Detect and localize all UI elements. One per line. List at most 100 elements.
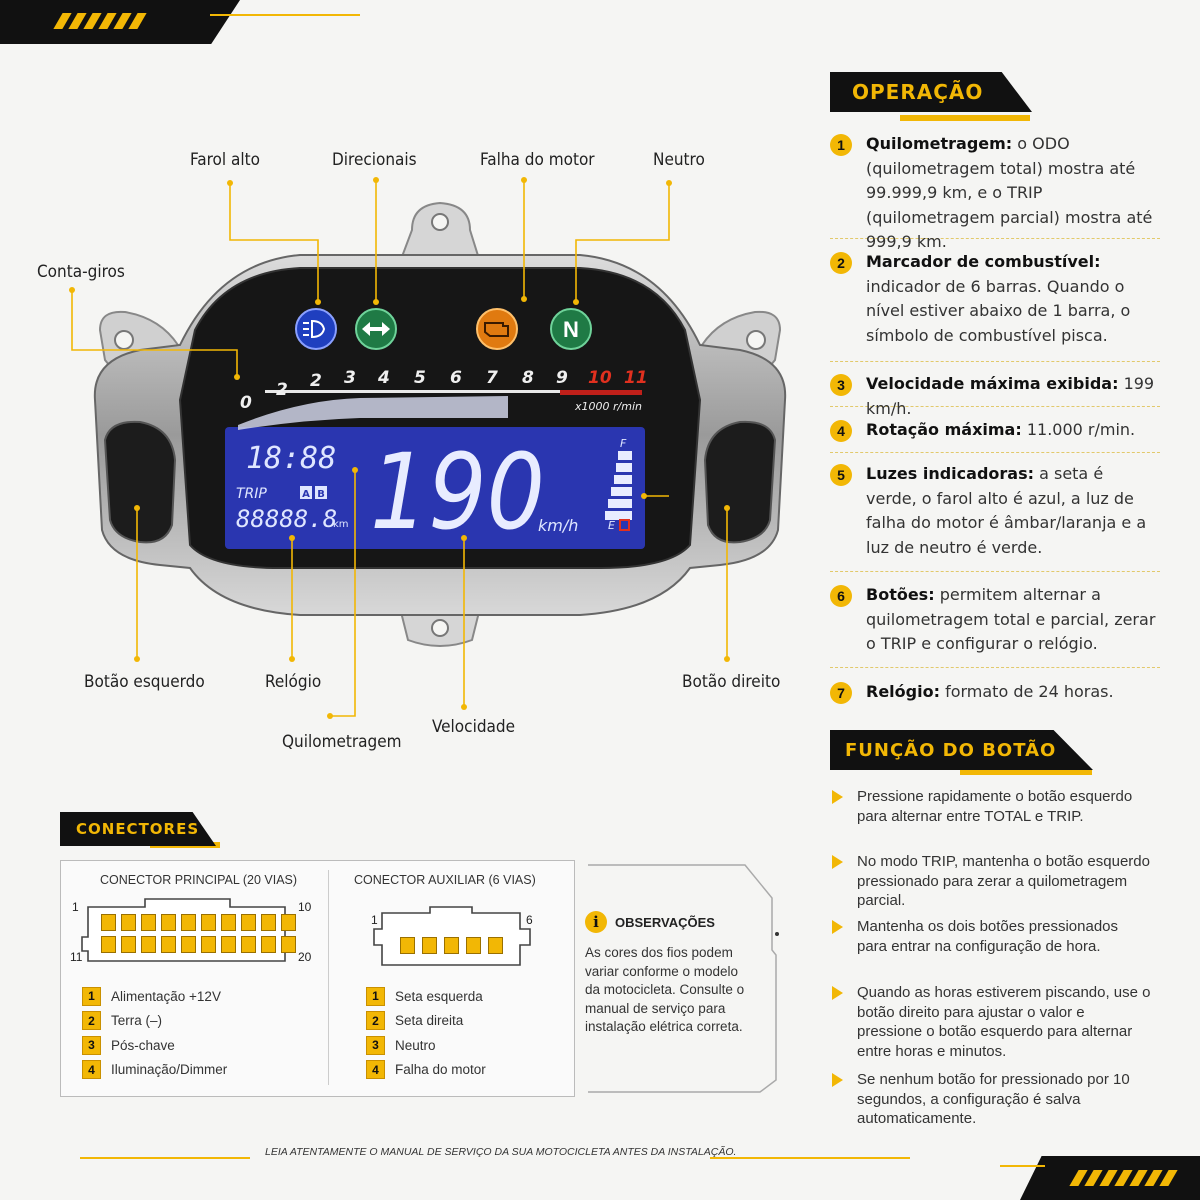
- rpm-tick: 7: [486, 368, 498, 388]
- neutral-icon: [550, 308, 592, 350]
- principal-pins-row1: [101, 914, 296, 931]
- principal-title: CONECTOR PRINCIPAL (20 VIAS): [100, 873, 298, 887]
- speed-unit: km/h: [538, 516, 578, 535]
- fuel-bar: [614, 475, 632, 484]
- principal-pins-row2: [101, 936, 296, 953]
- operacao-item-6: 6 Botões: permitem alternar a quilometra…: [830, 582, 1160, 668]
- rpm-tick: 8: [522, 368, 534, 388]
- operacao-item-5: 5 Luzes indicadoras: a seta é verde, o f…: [830, 461, 1160, 572]
- conectores-title: CONECTORES: [60, 812, 216, 846]
- operacao-item-7: 7 Relógio: formato de 24 horas.: [830, 679, 1160, 709]
- aux-pin-label-6: 6: [526, 913, 533, 927]
- trip-b: B: [317, 489, 325, 500]
- funcao-item-2: No modo TRIP, mantenha o botão esquerdo …: [832, 852, 1152, 911]
- observacoes-title: OBSERVAÇÕES: [615, 915, 715, 930]
- operacao-accent: [900, 115, 1030, 121]
- fuel-full-label: F: [620, 437, 627, 450]
- operacao-item-1: 1 Quilometragem: o ODO (quilometragem to…: [830, 131, 1160, 251]
- operacao-item-4: 4 Rotação máxima: 11.000 r/min.: [830, 417, 1160, 453]
- top-accent-line: [210, 14, 360, 16]
- rpm-redline: [560, 390, 642, 395]
- rpm-tick: 11: [624, 368, 648, 388]
- rpm-tick: 3: [344, 368, 356, 388]
- fuel-bar: [616, 463, 632, 472]
- speed-readout: 190: [370, 431, 545, 553]
- rpm-tick: 2: [310, 371, 322, 391]
- lcd-panel: [225, 427, 645, 549]
- callout-falha-motor: Falha do motor: [480, 150, 595, 170]
- high-beam-icon: [295, 308, 337, 350]
- callout-farol-alto: Farol alto: [190, 150, 260, 170]
- operacao-item-3: 3 Velocidade máxima exibida: 199 km/h.: [830, 371, 1160, 418]
- rpm-sweep: [238, 396, 508, 430]
- auxiliar-title: CONECTOR AUXILIAR (6 VIAS): [354, 873, 536, 887]
- callout-quilometragem: Quilometragem: [282, 732, 402, 752]
- left-button-shape: [103, 420, 177, 544]
- connectors-divider: [328, 870, 329, 1085]
- fuel-pump-icon: [619, 519, 630, 531]
- fuel-bar: [608, 499, 632, 508]
- funcao-item-1: Pressione rapidamente o botão esquerdo p…: [832, 787, 1152, 826]
- odometer-readout: 88888.8: [236, 505, 337, 533]
- callout-direcionais: Direcionais: [332, 150, 417, 170]
- callout-conta-giros: Conta-giros: [37, 262, 125, 282]
- top-mount: [398, 201, 482, 263]
- pin-label-11: 11: [70, 950, 83, 964]
- callout-botao-direito: Botão direito: [682, 672, 781, 692]
- engine-fault-icon: [476, 308, 518, 350]
- bottom-right-stripes: [1020, 1156, 1200, 1200]
- rpm-unit: x1000 r/min: [574, 400, 642, 413]
- funcao-item-3: Mantenha os dois botões pressionados par…: [832, 917, 1152, 956]
- funcao-item-5: Se nenhum botão for pressionado por 10 s…: [832, 1070, 1152, 1129]
- footer-note: LEIA ATENTAMENTE O MANUAL DE SERVIÇO DA …: [265, 1146, 737, 1158]
- auxiliar-pins: [400, 937, 503, 954]
- rpm-whiteline: [265, 390, 560, 393]
- operacao-item-2: 2 Marcador de combustível: indicador de …: [830, 249, 1160, 362]
- callout-relogio: Relógio: [265, 672, 322, 692]
- fuel-bar: [618, 451, 632, 460]
- fuel-bar: [605, 511, 632, 520]
- funcao-title: FUNÇÃO DO BOTÃO: [830, 730, 1093, 770]
- footer-line-right: [710, 1157, 910, 1159]
- callout-velocidade: Velocidade: [432, 717, 516, 737]
- rpm-tick-labels: 0 2 2 3 4 5 6 7 8 9 10 11: [240, 368, 648, 413]
- rpm-tick: 4: [377, 368, 390, 388]
- rpm-tick: 9: [556, 368, 568, 388]
- bottom-right-line: [1000, 1165, 1045, 1167]
- aux-pin-label-1: 1: [371, 913, 378, 927]
- callout-lines: [69, 177, 730, 719]
- fuel-bar: [611, 487, 632, 496]
- rpm-tick: 0: [240, 393, 252, 413]
- footer-line-left: [80, 1157, 250, 1159]
- right-button-shape: [703, 420, 777, 544]
- operacao-title: OPERAÇÃO: [830, 72, 1032, 112]
- fuel-bars: [605, 451, 632, 520]
- rpm-tick: 6: [450, 368, 462, 388]
- dashboard-illustration: N 0 2 2 3 4 5 6 7 8 9 10 11 x1000 r/min …: [93, 201, 787, 647]
- funcao-item-4: Quando as horas estiverem piscando, use …: [832, 983, 1152, 1061]
- trip-label: TRIP: [236, 486, 267, 502]
- rpm-tick: 10: [588, 368, 612, 388]
- callout-neutro: Neutro: [653, 150, 705, 170]
- odometer-unit: km: [333, 519, 349, 530]
- pin-label-10: 10: [298, 900, 312, 914]
- observacoes-text: As cores dos fios podem variar conforme …: [585, 945, 745, 1034]
- pin-label-1: 1: [72, 900, 79, 914]
- info-icon: i: [585, 911, 607, 933]
- fuel-empty-label: E: [608, 519, 615, 532]
- top-left-stripes: [0, 0, 240, 44]
- svg-text:N: N: [563, 317, 579, 342]
- rpm-tick: 5: [414, 368, 426, 388]
- pin-label-20: 20: [298, 950, 312, 964]
- callout-botao-esquerdo: Botão esquerdo: [84, 672, 205, 692]
- funcao-accent: [960, 769, 1092, 775]
